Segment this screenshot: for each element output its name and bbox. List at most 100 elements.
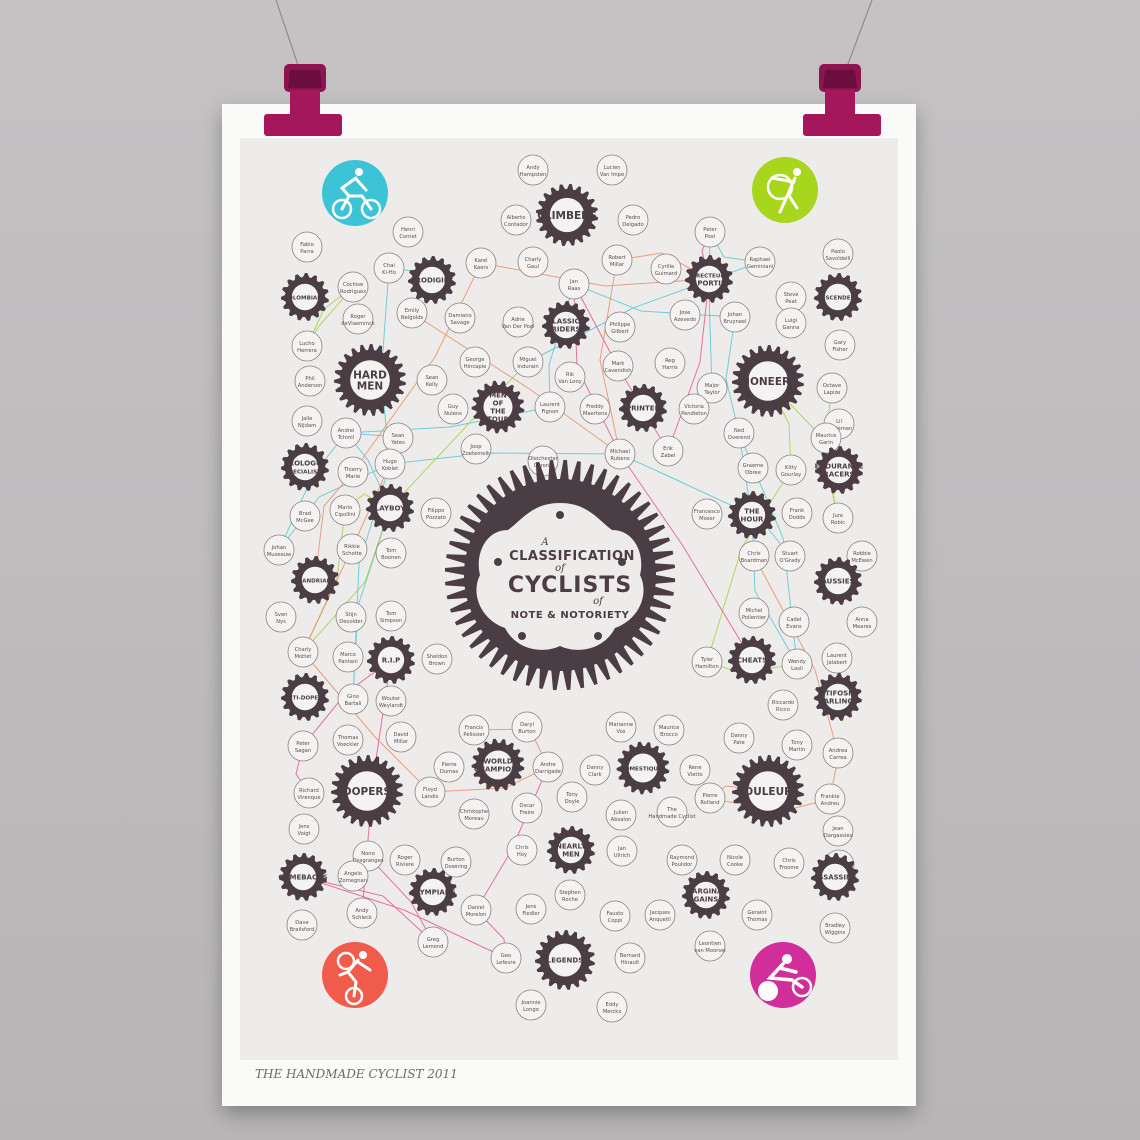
- rider-name-last: Azevedo: [674, 317, 696, 323]
- rider-name-last: Nys: [276, 619, 286, 625]
- rider-name-last: Fiedler: [522, 911, 540, 917]
- rider-name-first: Joop: [469, 444, 482, 450]
- rider-name-first: Tom: [385, 611, 397, 617]
- rider-name-first: Reg: [665, 358, 675, 364]
- rider-name-last: Lemond: [423, 944, 444, 950]
- rider-name-last: Overend: [728, 435, 750, 441]
- rider-name-last: Lefevre: [496, 960, 515, 966]
- rider-node-circle: [291, 330, 323, 362]
- rider-name-last: Clark: [588, 772, 601, 778]
- rider-name-last: deVlaeminck: [341, 321, 374, 327]
- rider-name-last: Andreu: [821, 801, 840, 807]
- rider-name-first: Filippo: [428, 508, 445, 514]
- gear-hub: [748, 361, 788, 401]
- category-label: OF: [493, 400, 504, 408]
- rider-node-circle: [605, 799, 637, 831]
- rider-name-first: Marco: [340, 652, 356, 658]
- category-gear: DESCENDERS: [814, 273, 862, 321]
- rider-node-circle: [444, 302, 476, 334]
- rider-name-first: Mark: [612, 361, 625, 367]
- rider-name-first: Roger: [350, 314, 366, 320]
- rider-name-first: Cadel: [787, 617, 802, 623]
- rider-node-circle: [617, 204, 649, 236]
- rider-node-circle: [691, 646, 723, 678]
- rider-name-first: Oleichester: [528, 456, 558, 462]
- rider-node-circle: [653, 714, 685, 746]
- gear-hub: [825, 456, 853, 484]
- rider-name-last: Harris: [662, 365, 678, 371]
- rider-name-last: Vos: [616, 729, 625, 735]
- rider-node-circle: [433, 751, 465, 783]
- rider-node-circle: [822, 737, 854, 769]
- rider-node-circle: [606, 835, 638, 867]
- rider-node-circle: [460, 433, 492, 465]
- rider-name-last: Post: [705, 234, 716, 240]
- rider-name-first: Stijn: [345, 612, 357, 618]
- rider-node-circle: [654, 347, 686, 379]
- rider-name-first: Jean: [831, 826, 843, 832]
- rider-name-last: Herrera: [297, 348, 317, 354]
- gear-hub: [629, 394, 657, 422]
- rider-name-first: Daniel: [468, 905, 485, 911]
- category-label: CHEATS: [737, 657, 767, 665]
- rider-name-first: Kitty: [785, 465, 797, 471]
- rider-name-last: Evans: [786, 624, 802, 630]
- category-gear: OLYMPIANS: [409, 868, 457, 916]
- rider-name-first: Raphael: [749, 257, 770, 263]
- title-line-classification: CLASSIFICATION: [509, 549, 635, 564]
- category-label: DOPERS: [343, 786, 391, 798]
- rider-name-last: Fisher: [832, 347, 848, 353]
- rider-name-first: Chai: [383, 263, 395, 269]
- rider-name-first: Andy: [526, 165, 539, 171]
- rider-name-first: Joannie: [520, 1000, 540, 1006]
- category-label: HARD: [353, 370, 387, 382]
- rider-name-first: Laurent: [827, 653, 847, 659]
- rider-node-circle: [506, 834, 538, 866]
- gear-hub: [291, 283, 319, 311]
- category-label: DARLINGS: [818, 698, 858, 706]
- rider-name-last: Zabel: [661, 453, 676, 459]
- rider-name-first: Eddy: [606, 1002, 619, 1008]
- rider-name-first: Leontien: [699, 941, 721, 947]
- rider-node-circle: [652, 435, 684, 467]
- rider-name-last: Zoetemelk: [462, 451, 490, 457]
- rider-name-first: Tony: [790, 740, 803, 746]
- rider-node-circle: [373, 252, 405, 284]
- chainring-spider-cutout: [476, 503, 644, 650]
- rider-node-circle: [644, 899, 676, 931]
- rider-node-circle: [694, 930, 726, 962]
- rider-node-circle: [294, 365, 326, 397]
- rider-name-first: Freddy: [586, 404, 603, 410]
- rider-name-last: Cavendish: [604, 368, 631, 374]
- rider-name-first: Chris: [515, 845, 528, 851]
- rider-name-last: Landis: [422, 794, 439, 800]
- rider-name-last: Anquetil: [649, 917, 671, 923]
- mountain-biker-icon: [322, 942, 388, 1008]
- rider-name-last: Bartali: [345, 701, 362, 707]
- binder-clip-right: [803, 64, 881, 136]
- rider-name-first: Jens: [298, 824, 310, 830]
